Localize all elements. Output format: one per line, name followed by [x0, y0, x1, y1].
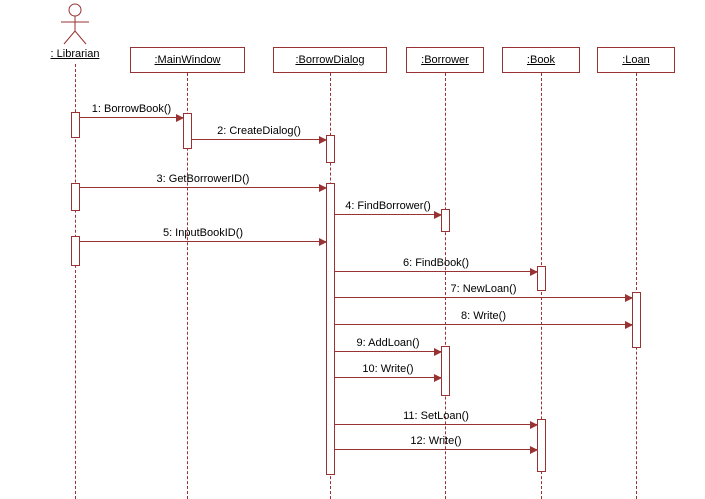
activation-bar — [326, 135, 335, 163]
message-label: 3: GetBorrowerID() — [156, 173, 250, 185]
arrowhead-icon — [530, 446, 538, 454]
lifeline-loan — [636, 73, 637, 499]
message-label: 6: FindBook() — [402, 257, 470, 269]
message-line — [335, 424, 537, 425]
message-line — [335, 449, 537, 450]
message-12-write: 12: Write() — [335, 434, 538, 454]
activation-bar — [537, 419, 546, 472]
arrowhead-icon — [434, 374, 442, 382]
arrowhead-icon — [434, 211, 442, 219]
message-label: 2: CreateDialog() — [217, 125, 301, 137]
activation-bar — [441, 209, 450, 232]
actor-librarian[interactable]: : Librarian — [33, 2, 117, 60]
message-line — [80, 117, 183, 118]
activation-bar — [632, 292, 641, 348]
message-line — [335, 271, 537, 272]
actor-label: : Librarian — [50, 48, 100, 60]
object-borrower[interactable]: :Borrower — [406, 47, 484, 73]
activation-bar — [183, 113, 192, 149]
message-6-findbook: 6: FindBook() — [335, 256, 538, 276]
object-label: :Book — [526, 54, 556, 66]
message-9-addloan: 9: AddLoan() — [335, 336, 442, 356]
object-label: :Loan — [622, 54, 650, 66]
activation-bar — [326, 183, 335, 475]
object-mainwindow[interactable]: :MainWindow — [130, 47, 245, 73]
message-4-findborrower: 4: FindBorrower() — [335, 199, 442, 219]
message-label: 10: Write() — [362, 363, 414, 375]
message-5-inputbookid: 5: InputBookID() — [80, 226, 327, 246]
message-label: 4: FindBorrower() — [345, 200, 431, 212]
object-borrowdialog[interactable]: :BorrowDialog — [273, 47, 387, 73]
message-label: 1: BorrowBook() — [91, 103, 172, 115]
activation-bar — [537, 266, 546, 291]
message-line — [335, 297, 632, 298]
activation-bar — [71, 183, 80, 211]
object-label: :MainWindow — [154, 54, 221, 66]
message-11-setloan: 11: SetLoan() — [335, 409, 538, 429]
message-line — [335, 214, 441, 215]
message-line — [80, 241, 326, 242]
arrowhead-icon — [319, 238, 327, 246]
object-book[interactable]: :Book — [502, 47, 580, 73]
activation-bar — [71, 236, 80, 266]
stick-figure-icon — [61, 3, 89, 45]
message-7-newloan: 7: NewLoan() — [335, 282, 633, 302]
activation-bar — [71, 112, 80, 138]
message-line — [335, 351, 441, 352]
message-line — [335, 377, 441, 378]
lifeline-librarian — [75, 64, 76, 499]
lifeline-borrower — [445, 73, 446, 499]
arrowhead-icon — [530, 421, 538, 429]
message-label: 8: Write() — [460, 310, 507, 322]
arrowhead-icon — [530, 268, 538, 276]
message-label: 9: AddLoan() — [356, 337, 420, 349]
message-8-write: 8: Write() — [335, 309, 633, 329]
arrowhead-icon — [176, 114, 184, 122]
message-label: 11: SetLoan() — [403, 410, 469, 422]
message-label: 7: NewLoan() — [450, 283, 517, 295]
object-label: :Borrower — [421, 54, 469, 66]
message-10-write: 10: Write() — [335, 362, 442, 382]
message-3-getborrowerid: 3: GetBorrowerID() — [80, 172, 327, 192]
arrowhead-icon — [625, 321, 633, 329]
arrowhead-icon — [434, 348, 442, 356]
message-line — [192, 139, 326, 140]
arrowhead-icon — [625, 294, 633, 302]
activation-bar — [441, 346, 450, 396]
message-label: 12: Write() — [410, 435, 462, 447]
message-line — [335, 324, 632, 325]
lifeline-mainwindow — [187, 73, 188, 499]
object-label: :BorrowDialog — [295, 54, 365, 66]
message-1-borrowbook: 1: BorrowBook() — [80, 102, 184, 122]
message-label: 5: InputBookID() — [162, 227, 244, 239]
arrowhead-icon — [319, 184, 327, 192]
object-loan[interactable]: :Loan — [597, 47, 675, 73]
arrowhead-icon — [319, 136, 327, 144]
message-2-createdialog: 2: CreateDialog() — [192, 124, 327, 144]
message-line — [80, 187, 326, 188]
